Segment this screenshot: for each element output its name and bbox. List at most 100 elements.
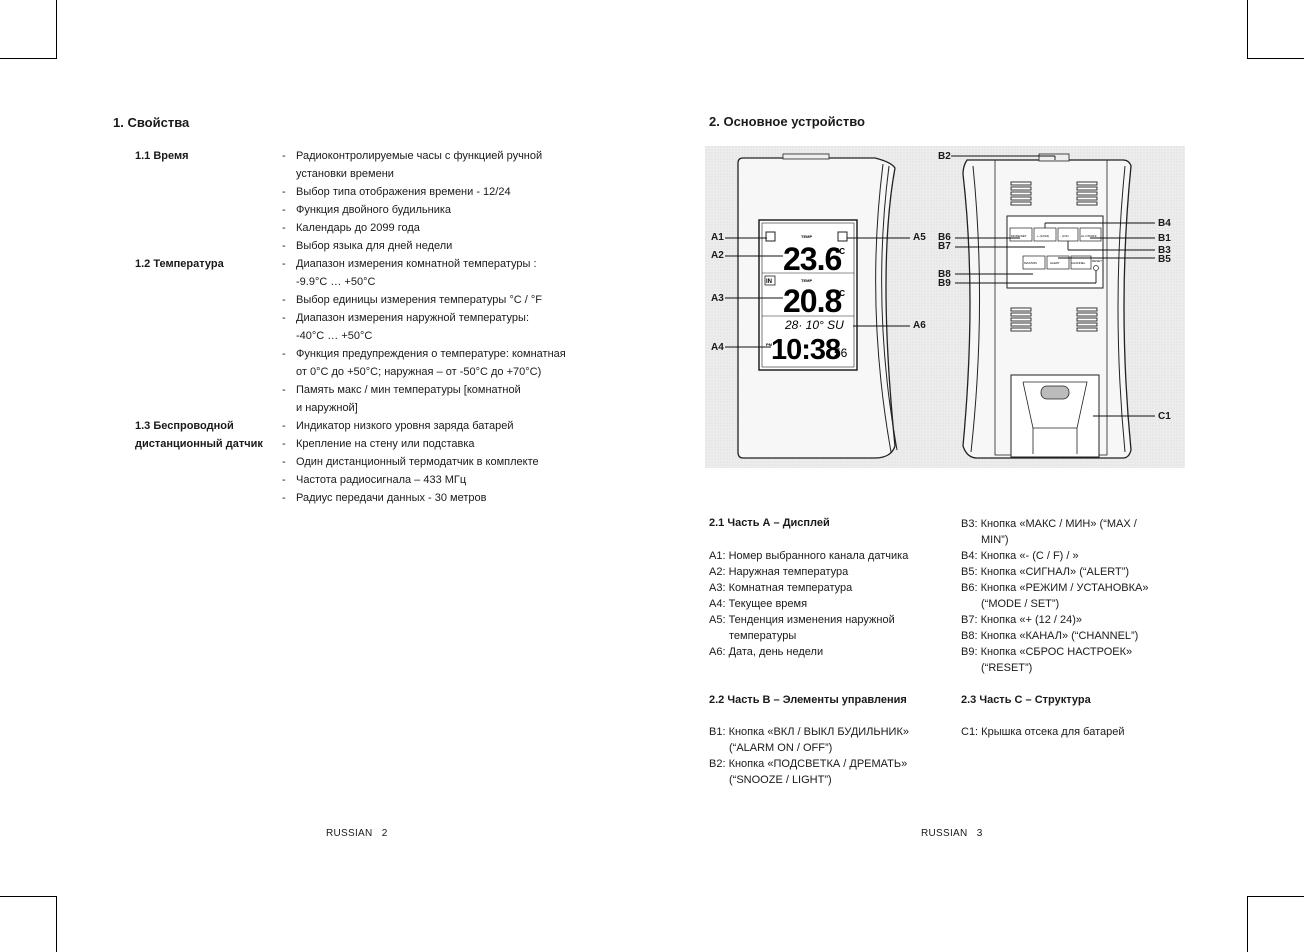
btn-mode-set-label: MODE/SET [1011, 234, 1027, 238]
crop-mark [0, 896, 57, 897]
list-item-cont: (“SNOOZE / LIGHT”) [729, 774, 832, 786]
bullet-dash: - [282, 438, 286, 450]
lcd-temp-label-2: TEMP [801, 278, 812, 283]
part-b-title: 2.2 Часть В – Элементы управления [709, 694, 907, 706]
footer-left: RUSSIAN 2 [326, 828, 388, 839]
list-item-cont: (“ALARM ON / OFF”) [729, 742, 833, 754]
list-item: Функция предупреждения о температуре: ко… [296, 348, 566, 360]
bullet-dash: - [282, 258, 286, 270]
btn-alarm-label: AL ON/OFF [1081, 234, 1097, 238]
label-b3: B3 [1158, 245, 1171, 256]
label-b9: B9 [938, 278, 951, 289]
lcd-temp-label: TEMP [801, 234, 812, 239]
list-item: Радиоконтролируемые часы с функцией ручн… [296, 150, 543, 162]
lcd-date: 28· 10° SU [784, 318, 844, 332]
list-item: B1: Кнопка «ВКЛ / ВЫКЛ БУДИЛЬНИК» [709, 726, 909, 738]
list-item: Функция двойного будильника [296, 204, 452, 216]
list-item-cont: MIN”) [981, 534, 1009, 546]
list-item-cont: (“RESET”) [981, 662, 1033, 674]
list-item: B7: Кнопка «+ (12 / 24)» [961, 614, 1083, 626]
btn-plus-label: + (12/24) [1037, 234, 1049, 238]
crop-mark [1247, 896, 1248, 952]
list-item: B8: Кнопка «КАНАЛ» (“CHANNEL”) [961, 630, 1139, 642]
list-item: A3: Комнатная температура [709, 582, 853, 594]
label-b2: B2 [938, 151, 951, 162]
label-b6: B6 [938, 232, 951, 243]
list-item: Индикатор низкого уровня заряда батарей [296, 420, 514, 432]
bullet-dash: - [282, 348, 286, 360]
device-diagram: TEMP 23.6 °C IN TEMP 20.8 °C 28· 10° SU … [705, 146, 1185, 468]
crop-mark [1247, 896, 1304, 897]
list-item: Крепление на стену или подставка [296, 438, 475, 450]
list-item: C1: Крышка отсека для батарей [961, 726, 1125, 738]
bullet-dash: - [282, 204, 286, 216]
list-item: B4: Кнопка «- (C / F) / » [961, 550, 1079, 562]
bullet-dash: - [282, 294, 286, 306]
list-item: B3: Кнопка «МАКС / МИН» (“MAX / [961, 518, 1137, 530]
label-b5: B5 [1158, 254, 1171, 265]
label-a1: A1 [711, 232, 724, 243]
list-item: B2: Кнопка «ПОДСВЕТКА / ДРЕМАТЬ» [709, 758, 908, 770]
list-item: A1: Номер выбранного канала датчика [709, 550, 909, 562]
list-item-cont: от 0°C до +50°C; наружная – от -50°C до … [296, 366, 542, 378]
label-a2: A2 [711, 250, 724, 261]
list-item: Календарь до 2099 года [296, 222, 420, 234]
list-item: A6: Дата, день недели [709, 646, 824, 658]
list-item-cont: температуры [729, 630, 797, 642]
lcd-pm: PM [766, 342, 773, 347]
section-heading: 1.2 Температура [135, 258, 224, 270]
footer-right: RUSSIAN 3 [921, 828, 983, 839]
bullet-dash: - [282, 186, 286, 198]
list-item: Частота радиосигнала – 433 МГц [296, 474, 467, 486]
list-item-cont: -9.9°C … +50°C [296, 276, 376, 288]
lcd-unit-mid: °C [836, 289, 845, 298]
list-item-cont: (“MODE / SET”) [981, 598, 1060, 610]
lcd-in-label: IN [766, 279, 772, 285]
list-item: A5: Тенденция изменения наружной [709, 614, 895, 626]
crop-mark [1247, 0, 1248, 58]
bullet-dash: - [282, 312, 286, 324]
lcd-time: 10:38 [771, 334, 841, 366]
crop-mark [0, 58, 57, 59]
list-item: A2: Наружная температура [709, 566, 849, 578]
bullet-dash: - [282, 384, 286, 396]
crop-mark [56, 896, 57, 952]
crop-mark [1247, 58, 1304, 59]
lcd-outdoor-temp: 23.6 [783, 241, 841, 277]
label-a6: A6 [913, 320, 926, 331]
label-b8: B8 [938, 269, 951, 280]
btn-channel-label: CHANNEL [1071, 261, 1086, 265]
label-a5: A5 [913, 232, 926, 243]
crop-mark [56, 0, 57, 58]
list-item: Выбор языка для дней недели [296, 240, 453, 252]
btn-alert-label: ALERT [1050, 261, 1060, 265]
page-title-right: 2. Основное устройство [709, 114, 865, 129]
list-item: Диапазон измерения наружной температуры: [296, 312, 530, 324]
list-item: B5: Кнопка «СИГНАЛ» (“ALERT”) [961, 566, 1130, 578]
bullet-dash: - [282, 240, 286, 252]
bullet-dash: - [282, 150, 286, 162]
list-item: Выбор единицы измерения температуры °C /… [296, 294, 543, 306]
lcd-unit-top: °C [836, 247, 845, 256]
section-heading: 1.1 Время [135, 150, 189, 162]
btn-maxmin-label: MAX/MIN [1024, 261, 1037, 265]
list-item: Один дистанционный термодатчик в комплек… [296, 456, 539, 468]
lcd-seconds: 56 [834, 346, 848, 360]
label-c1: C1 [1158, 411, 1171, 422]
list-item-cont: -40°C … +50°C [296, 330, 373, 342]
list-item-cont: и наружной] [296, 402, 358, 414]
list-item: B6: Кнопка «РЕЖИМ / УСТАНОВКА» [961, 582, 1149, 594]
list-item: A4: Текущее время [709, 598, 808, 610]
section-heading: 1.3 Беспроводной [135, 420, 234, 432]
btn-minus-label: - (C/F) [1060, 234, 1069, 238]
section-heading-cont: дистанционный датчик [135, 438, 263, 450]
label-b1: B1 [1158, 233, 1171, 244]
list-item: Выбор типа отображения времени - 12/24 [296, 186, 511, 198]
bullet-dash: - [282, 492, 286, 504]
page-title-left: 1. Свойства [113, 115, 190, 130]
bullet-dash: - [282, 456, 286, 468]
list-item: Диапазон измерения комнатной температуры… [296, 258, 537, 270]
bullet-dash: - [282, 222, 286, 234]
list-item: Память макс / мин температуры [комнатной [296, 384, 521, 396]
part-c-title: 2.3 Часть С – Структура [961, 694, 1091, 706]
